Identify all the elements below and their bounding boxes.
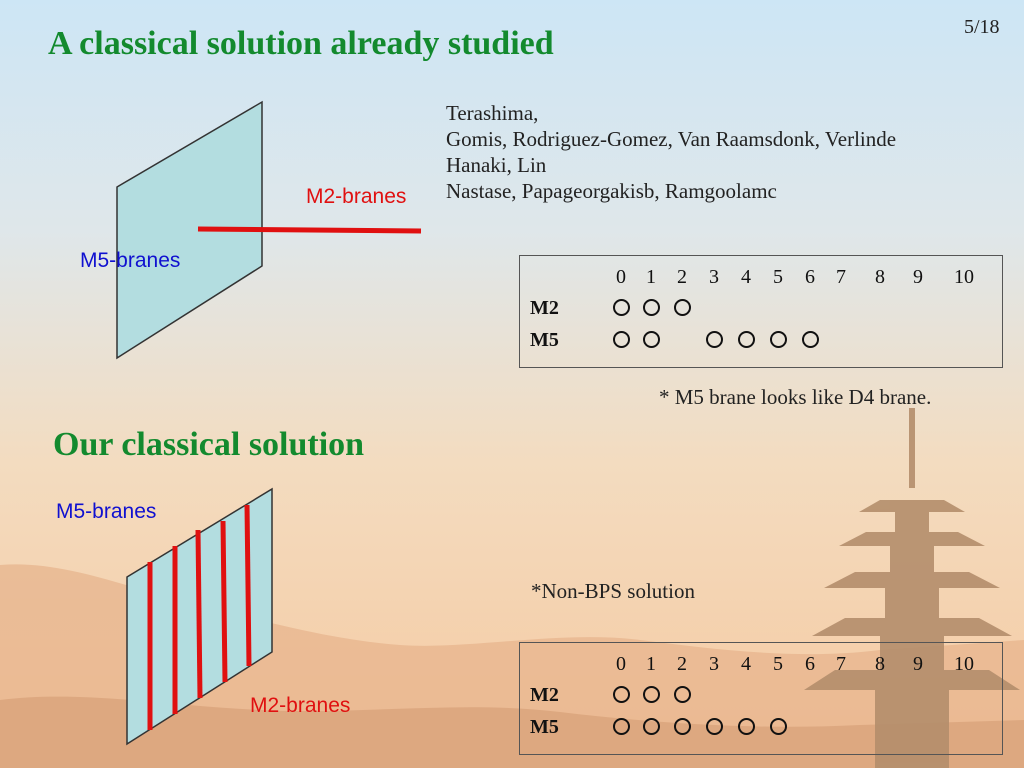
column-header: 4 (741, 653, 751, 675)
reference-item: Nastase, Papageorgakisb, Ramgoolamc (446, 179, 777, 203)
section2-m5-label: M5-branes (56, 500, 157, 523)
column-header: 3 (709, 266, 719, 288)
section2-note: *Non-BPS solution (531, 579, 695, 603)
row-label-m2: M2 (530, 684, 559, 706)
column-header: 1 (646, 266, 656, 288)
dimension-circle-icon (613, 331, 630, 348)
dimension-circle-icon (613, 686, 630, 703)
reference-item: Hanaki, Lin (446, 153, 547, 177)
m2-brane-line (197, 226, 422, 234)
dimension-circle-icon (770, 331, 787, 348)
reference-item: Terashima, (446, 101, 539, 125)
column-header: 1 (646, 653, 656, 675)
m2-brane-line (244, 504, 252, 667)
reference-item: Gomis, Rodriguez-Gomez, Van Raamsdonk, V… (446, 127, 897, 151)
column-header: 4 (741, 266, 751, 288)
dimension-circle-icon (706, 718, 723, 735)
dimension-circle-icon (613, 299, 630, 316)
column-header: 7 (836, 266, 846, 288)
section2-title: Our classical solution (53, 426, 365, 463)
column-header: 5 (773, 653, 783, 675)
dimension-circle-icon (802, 331, 819, 348)
dimension-circle-icon (706, 331, 723, 348)
column-header: 0 (616, 266, 626, 288)
column-header: 9 (913, 653, 923, 675)
column-header: 10 (954, 266, 974, 288)
row-label-m2: M2 (530, 297, 559, 319)
column-header: 9 (913, 266, 923, 288)
m2-brane-line (220, 520, 228, 683)
section1-m2-label: M2-branes (306, 185, 407, 208)
m2-brane-line (195, 529, 203, 699)
column-header: 6 (805, 266, 815, 288)
section1-title: A classical solution already studied (48, 25, 554, 62)
dimension-circle-icon (613, 718, 630, 735)
column-header: 10 (954, 653, 974, 675)
row-label-m5: M5 (530, 716, 559, 738)
dimension-circle-icon (770, 718, 787, 735)
column-header: 7 (836, 653, 846, 675)
column-header: 2 (677, 653, 687, 675)
m5-brane-plane (116, 100, 263, 360)
column-header: 5 (773, 266, 783, 288)
pagoda-icon (804, 408, 1020, 768)
dimension-circle-icon (643, 718, 660, 735)
column-header: 8 (875, 266, 885, 288)
dimension-circle-icon (674, 299, 691, 316)
dimension-circle-icon (643, 331, 660, 348)
column-header: 6 (805, 653, 815, 675)
references-list: Terashima, Gomis, Rodriguez-Gomez, Van R… (446, 100, 896, 204)
dimension-circle-icon (738, 331, 755, 348)
dimension-circle-icon (643, 299, 660, 316)
column-header: 3 (709, 653, 719, 675)
dimension-circle-icon (674, 686, 691, 703)
row-label-m5: M5 (530, 329, 559, 351)
page-number: 5/18 (964, 16, 1000, 38)
section1-m5-label: M5-branes (80, 249, 181, 272)
section2-m2-label: M2-branes (250, 694, 351, 717)
mountain-near (0, 696, 1024, 768)
dimension-circle-icon (643, 686, 660, 703)
column-header: 8 (875, 653, 885, 675)
column-header: 0 (616, 653, 626, 675)
dimension-circle-icon (738, 718, 755, 735)
section1-note: * M5 brane looks like D4 brane. (659, 385, 932, 409)
column-header: 2 (677, 266, 687, 288)
dimension-circle-icon (674, 718, 691, 735)
